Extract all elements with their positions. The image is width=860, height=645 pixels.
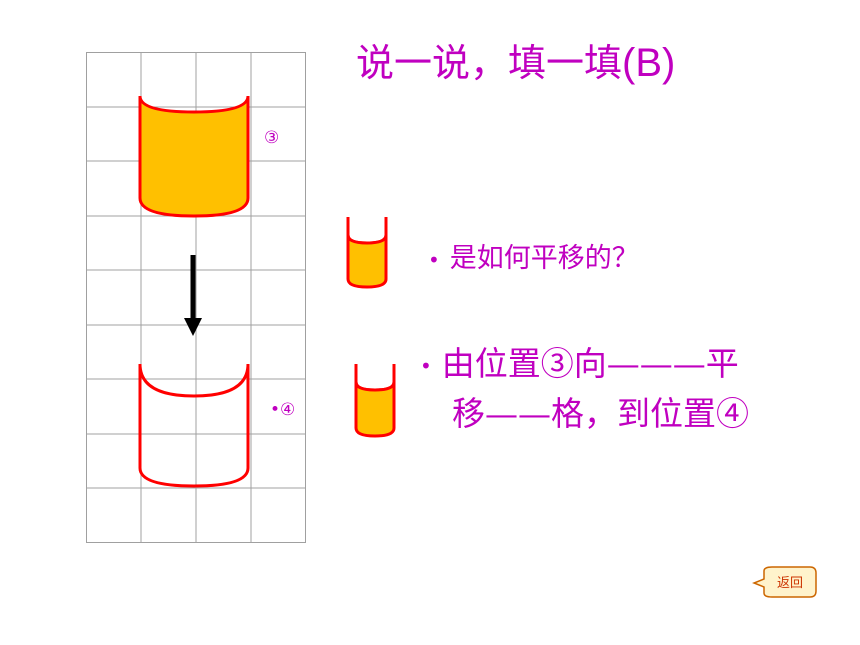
back-button-label: 返回 — [777, 576, 803, 591]
bullet-dot: • — [428, 247, 440, 272]
fill-in-line-1: 由位置③向———平 — [441, 344, 739, 383]
question-bullet: • 是如何平移的？ — [428, 236, 639, 275]
position-3-label: ③ — [264, 128, 280, 148]
small-cup-1 — [346, 217, 388, 289]
arrow-head — [184, 318, 202, 336]
fill-in-line-2: 移——格，到位置④ — [452, 394, 749, 433]
grid-diagram — [86, 52, 306, 543]
cup-position-3 — [138, 95, 250, 218]
title-text: 说一说，填一填 — [356, 41, 623, 85]
question-text: 是如何平移的？ — [449, 243, 639, 274]
title-suffix: (B) — [622, 41, 676, 85]
cup-position-4 — [138, 363, 250, 488]
back-button[interactable]: 返回 — [752, 565, 820, 603]
small-cup-2 — [354, 364, 396, 438]
fill-in-bullet: • 由位置③向———平 移——格，到位置④ — [420, 340, 749, 438]
bullet-dot: • — [420, 354, 432, 378]
slide-title: 说一说，填一填(B) — [356, 32, 675, 87]
position-4-label: •④ — [270, 400, 296, 420]
